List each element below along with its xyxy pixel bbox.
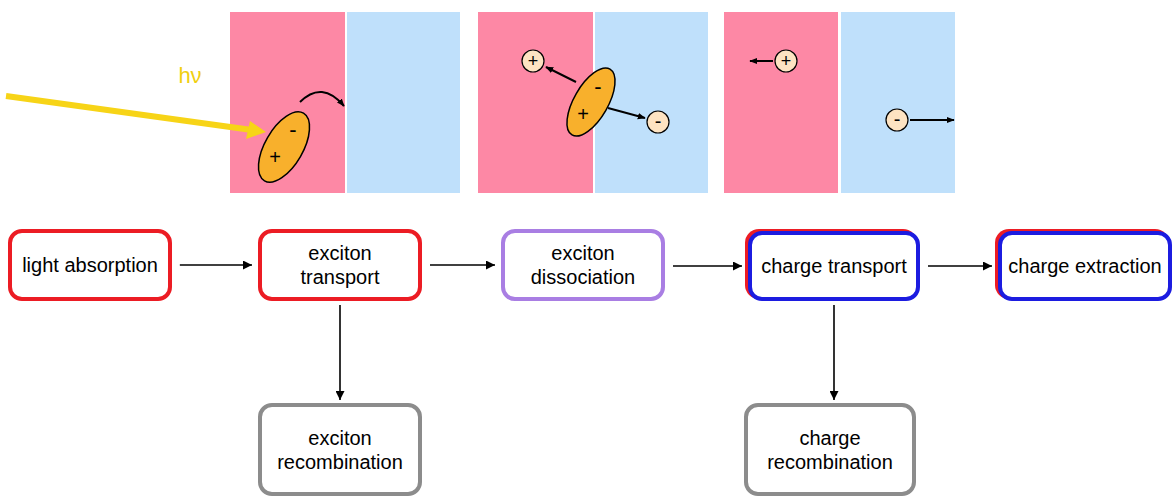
drift-arrow <box>910 119 954 121</box>
drift-arrow <box>750 60 773 62</box>
step-label: light absorption <box>16 253 164 277</box>
charge-sign: + <box>269 147 281 167</box>
flow-arrow <box>430 264 495 266</box>
hop-arrow <box>300 92 344 106</box>
step-label: exciton dissociation <box>505 241 661 289</box>
step-label: charge recombination <box>748 426 912 474</box>
acceptor-layer <box>595 12 708 193</box>
step-label: exciton transport <box>262 241 418 289</box>
hole <box>775 50 797 72</box>
charge-sign: - <box>894 109 901 129</box>
process-box: exciton transport <box>258 229 422 301</box>
charge-sign: - <box>655 111 662 131</box>
charge-sign: - <box>594 76 601 98</box>
electron <box>886 109 908 131</box>
process-box: charge recombination <box>744 403 916 496</box>
flow-arrow <box>673 265 742 267</box>
charge-sign: + <box>577 104 589 124</box>
process-box: light absorption <box>8 229 172 301</box>
flow-arrow <box>180 264 252 266</box>
photon-label: hν <box>178 65 201 87</box>
flow-arrow <box>339 305 341 400</box>
acceptor-layer <box>841 12 955 193</box>
exciton <box>557 61 624 144</box>
process-box: charge transport <box>748 231 920 301</box>
hole <box>522 50 544 72</box>
step-label: charge extraction <box>1002 254 1167 278</box>
donor-layer <box>230 12 345 193</box>
electron <box>647 111 669 133</box>
charge-sign: + <box>528 52 539 70</box>
process-box: exciton recombination <box>258 403 422 496</box>
split-arrow <box>546 67 576 82</box>
acceptor-layer <box>347 12 460 193</box>
split-arrow <box>608 108 645 118</box>
flow-arrow <box>928 265 992 267</box>
charge-sign: - <box>289 119 296 141</box>
process-box: charge extraction <box>998 231 1172 301</box>
step-label: exciton recombination <box>262 426 418 474</box>
process-box: exciton dissociation <box>501 229 665 301</box>
step-label: charge transport <box>755 254 913 278</box>
exciton <box>248 104 320 191</box>
light-ray <box>6 96 252 130</box>
donor-layer <box>724 12 838 193</box>
charge-sign: + <box>781 52 792 70</box>
light-ray-head <box>246 121 266 139</box>
flow-arrow <box>833 305 835 400</box>
